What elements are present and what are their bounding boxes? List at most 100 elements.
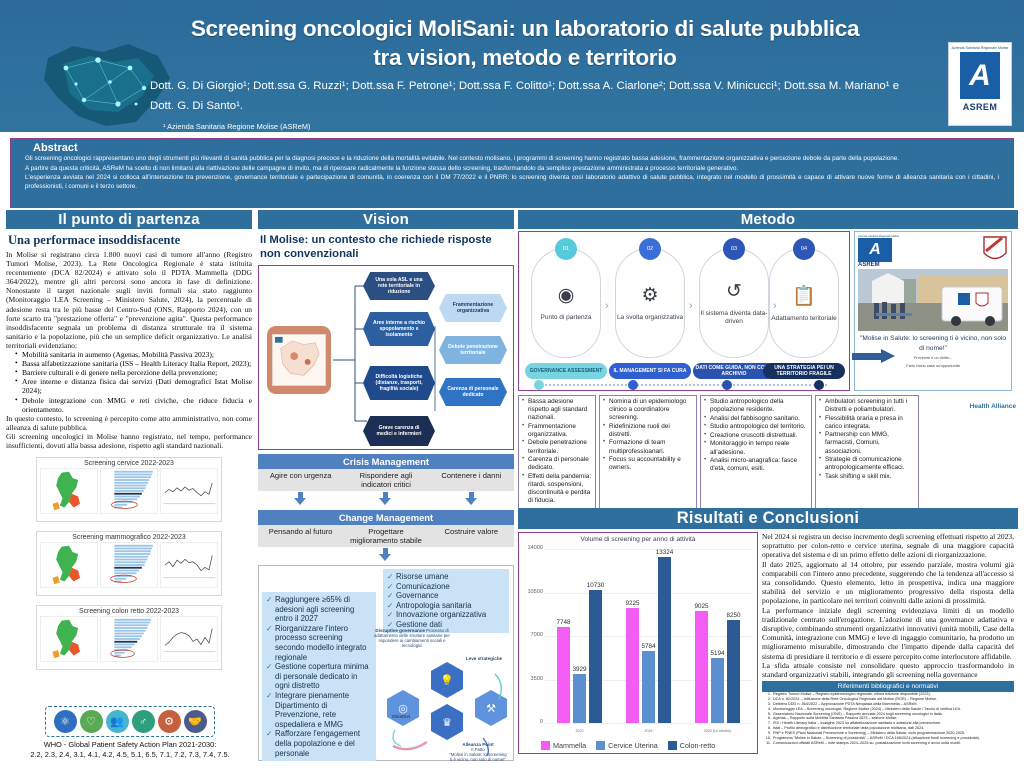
list-item: Gestione copertura minima di personale d… [266,662,372,691]
chart-bar-value: 9025 [694,602,709,610]
chart-y-tick: 7000 [530,632,543,638]
arrow-row-1 [258,491,514,506]
list-item: Frammentazione organizzativa. [522,422,592,439]
chart-y-tick: 0 [539,719,543,725]
italy-map-panel [40,616,98,663]
poster-title-line-1: Screening oncologici MoliSani: un labora… [190,16,860,41]
vision-hex-3: Difficoltà logistiche (distanze, traspor… [363,366,435,400]
reference-text: ISS / Health Literacy Italia – Indagine … [773,721,942,726]
chevron-right-icon: › [605,300,609,312]
disruptive-governance-text: Processo di adattamento delle strutture … [374,628,450,648]
reference-number: 2. [767,697,771,702]
bar-ranking-panel [100,468,158,515]
mini-chart-body [37,467,221,515]
reference-number: 3. [767,701,771,706]
reference-item: 10. Programma "Molise in Salute – Screen… [762,736,1014,741]
list-item: Governance [387,591,505,601]
down-arrow-icon [379,492,392,505]
mobile-unit-photo [858,269,1008,331]
asrem-logo-mark: A [960,52,1000,100]
references-banner: Riferimenti bibliografici e normativi [762,681,1014,693]
col1-subtitle: Una performace insoddisfacente [8,233,181,247]
chart-gridline [545,549,752,550]
change-cell: Pensando al futuro [268,527,333,536]
change-management-title: Change Management [258,510,514,525]
abstract-paragraph-3: L'esperienza avviata nel 2024 si colloca… [25,174,999,190]
arrow-cell [429,491,514,506]
chart-x-tick: 2025 (14 ottobre) [703,729,732,733]
who-action-plan-block: ⚛ ♡ 👥 ♂ ⚙ 🤝 WHO - Global Patient Safety … [12,706,248,760]
alleanza-point-title: Alleanza Point [462,742,494,747]
reference-text: Istat – Profilo demografico e distribuzi… [773,726,925,731]
vision-hex-1: Una sola ASL e una rete territoriale in … [363,272,435,300]
reference-item: 7. ISS / Health Literacy Italia – Indagi… [762,721,1014,726]
health-alliance-label: Health Alliance [969,403,1016,410]
list-item: Flessibilità oraria e presa in carico in… [819,414,915,431]
author-list: Dott. G. Di Giorgio¹; Dott.ssa G. Ruzzi¹… [150,80,900,112]
list-item: Innovazione organizzativa [387,610,505,620]
list-item: Ambulatori screening in tutti i Distrett… [819,397,915,414]
vision-hex-6: Debole penetrazione territoriale [439,336,507,364]
metodo-pill-3: DATI COME GUIDA, NON COME ARCHIVIO [693,363,775,379]
chart-legend-item: Cervice Uterina [596,741,658,750]
molise-region-crest-icon [983,236,1007,260]
reference-number: 5. [767,711,771,716]
list-item: Analisi del fabbisogno sanitario. [704,414,808,423]
list-item: Creazione cruscotti distrettuali. [704,431,808,440]
reference-number: 1. [767,692,771,697]
section-banner-risultati: Risultati e Conclusioni [518,508,1018,529]
chart-x-tick: 2024 [644,729,653,733]
measure-tape-icon: ◉ [557,285,575,306]
chart-bar-value: 9225 [625,600,640,608]
list-item: Debole integrazione con MMG e reti civic… [15,394,252,414]
references-list: 1. Registro Tumori Molise – Registro epi… [762,692,1014,745]
arrow-cell [429,547,514,562]
disruptive-governance-label: Disruptive governance Processo di adatta… [373,628,451,648]
list-item: Task shifting e skill mix. [819,472,915,481]
list-item: Comunicazione [387,582,505,592]
hex-tools-icon: ⚒ [475,690,507,726]
chart-bar-value: 7748 [556,618,571,626]
metodo-list-4: Ambulatori screening in tutti i Distrett… [815,395,919,509]
data-cycle-icon: ↺ [726,281,742,302]
legend-label: Cervice Uterina [608,741,658,750]
vision-hex-4: Grave carenza di medici e infermieri [363,416,435,446]
page-title: Screening oncologici MoliSani: un labora… [140,14,910,72]
chart-bar: 7748 [556,619,571,723]
disruptive-governance-title: Disruptive governance [375,628,425,633]
chart-bar-value: 8250 [726,612,741,620]
reference-text: Monitoraggio LEA – Screening oncologici,… [773,706,962,711]
legend-swatch [541,741,550,750]
list-item: Studio antropologico del territorio. [704,422,808,431]
list-item: Gestione dati [387,620,505,630]
who-line-2: 2.2, 2.3, 2.4, 3.1, 4.1, 4.2, 4.5, 5.1, … [30,750,230,759]
affiliations: ¹ Azienda Sanitaria Regione Molise (ASRe… [163,122,763,132]
reference-item: 2. DCA n. 82/2024 – Istituzione della Re… [762,697,1014,702]
section-banner-vision: Vision [258,210,514,229]
trend-line-panel [160,616,218,663]
crisis-management-band: Crisis Management Agire con urgenza Risp… [258,454,514,491]
italy-map-panel [40,468,98,515]
col1-paragraph-3: Gli screening oncologici in Molise hanno… [6,431,252,450]
metodo-list-1-items: Bassa adesione rispetto agli standard na… [522,397,592,505]
list-item: Effetti della pandemia: ritardi, sospens… [522,472,592,505]
goals-list: Raggiungere ≥65% di adesioni agli screen… [262,592,376,762]
step-label: Adattamento teritoriale [771,314,837,322]
metodo-steps-diagram: 01 ◉ Punto di partenza GOVERNANCE ASSESS… [518,231,850,391]
reference-item: 9. PNP e PNES (Piani Nazionali Prevenzio… [762,731,1014,736]
who-icon-row: ⚛ ♡ 👥 ♂ ⚙ 🤝 [45,706,215,737]
chart-bar-value: 13324 [655,549,674,557]
risultati-body: Nel 2024 si registra un deciso increment… [762,532,1014,679]
diagram-arrows [392,673,502,757]
disruptive-governance-diagram: ◎ 💡 ⚒ ♛ Disruptive governance Processo d… [374,628,509,762]
reference-item: 4. Monitoraggio LEA – Screening oncologi… [762,707,1014,712]
reference-item: 6. Agenas – Rapporto sulla Mobilità Sani… [762,716,1014,721]
down-arrow-icon [379,548,392,561]
chart-bar: 5784 [641,643,656,723]
vision-hex-2: Aree interne a rischio spopolamento e is… [363,312,435,346]
metodo-pill-1: GOVERNANCE ASSESSMENT [525,363,607,379]
list-item: Mobilità sanitaria in aumento (Agenas, M… [15,349,252,359]
trend-line-panel [160,542,218,589]
chart-y-tick: 3500 [530,675,543,682]
